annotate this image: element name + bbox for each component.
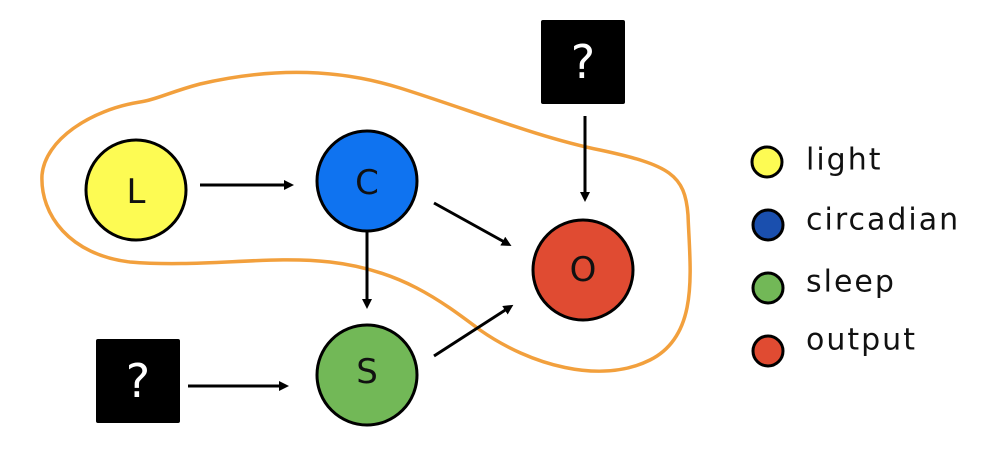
unknown-box-top-label: ? bbox=[571, 35, 595, 89]
legend-swatch-circadian bbox=[751, 208, 785, 242]
grouping-boundary bbox=[40, 70, 692, 373]
circadian-node-circle bbox=[315, 129, 419, 233]
unknown-box-bottom-rect bbox=[96, 339, 180, 423]
light-node-circle bbox=[84, 138, 188, 242]
legend-label-output: output bbox=[806, 323, 917, 358]
node-output: O bbox=[531, 218, 635, 322]
unknown-box-bottom-label: ? bbox=[126, 354, 150, 408]
edge-c-to-o bbox=[433, 201, 512, 246]
sleep-node-circle bbox=[315, 323, 419, 427]
light-node-label: L bbox=[127, 172, 146, 212]
node-circadian: C bbox=[315, 129, 419, 233]
unknown-box-top: ? bbox=[541, 20, 625, 104]
legend-swatch-light bbox=[750, 145, 784, 179]
legend-item-sleep: sleep bbox=[751, 265, 896, 305]
legend-label-circadian: circadian bbox=[806, 203, 960, 238]
node-sleep: S bbox=[315, 323, 419, 427]
legend-item-circadian: circadian bbox=[751, 203, 960, 242]
legend-item-output: output bbox=[751, 323, 917, 368]
legend-label-light: light bbox=[806, 143, 883, 178]
edge-s-to-o bbox=[433, 304, 514, 358]
legend-swatch-sleep bbox=[751, 271, 785, 305]
legend-item-light: light bbox=[750, 143, 883, 179]
legend-swatch-output bbox=[751, 334, 785, 368]
legend-label-sleep: sleep bbox=[806, 265, 896, 300]
legend: light circadian sleep output bbox=[750, 143, 960, 368]
edges bbox=[188, 116, 590, 391]
circadian-node-label: C bbox=[355, 163, 379, 203]
sleep-node-label: S bbox=[356, 352, 378, 392]
unknown-box-top-rect bbox=[541, 20, 625, 104]
output-node-circle bbox=[531, 218, 635, 322]
output-node-label: O bbox=[570, 250, 597, 290]
unknown-box-bottom: ? bbox=[96, 339, 180, 423]
node-light: L bbox=[84, 138, 188, 242]
